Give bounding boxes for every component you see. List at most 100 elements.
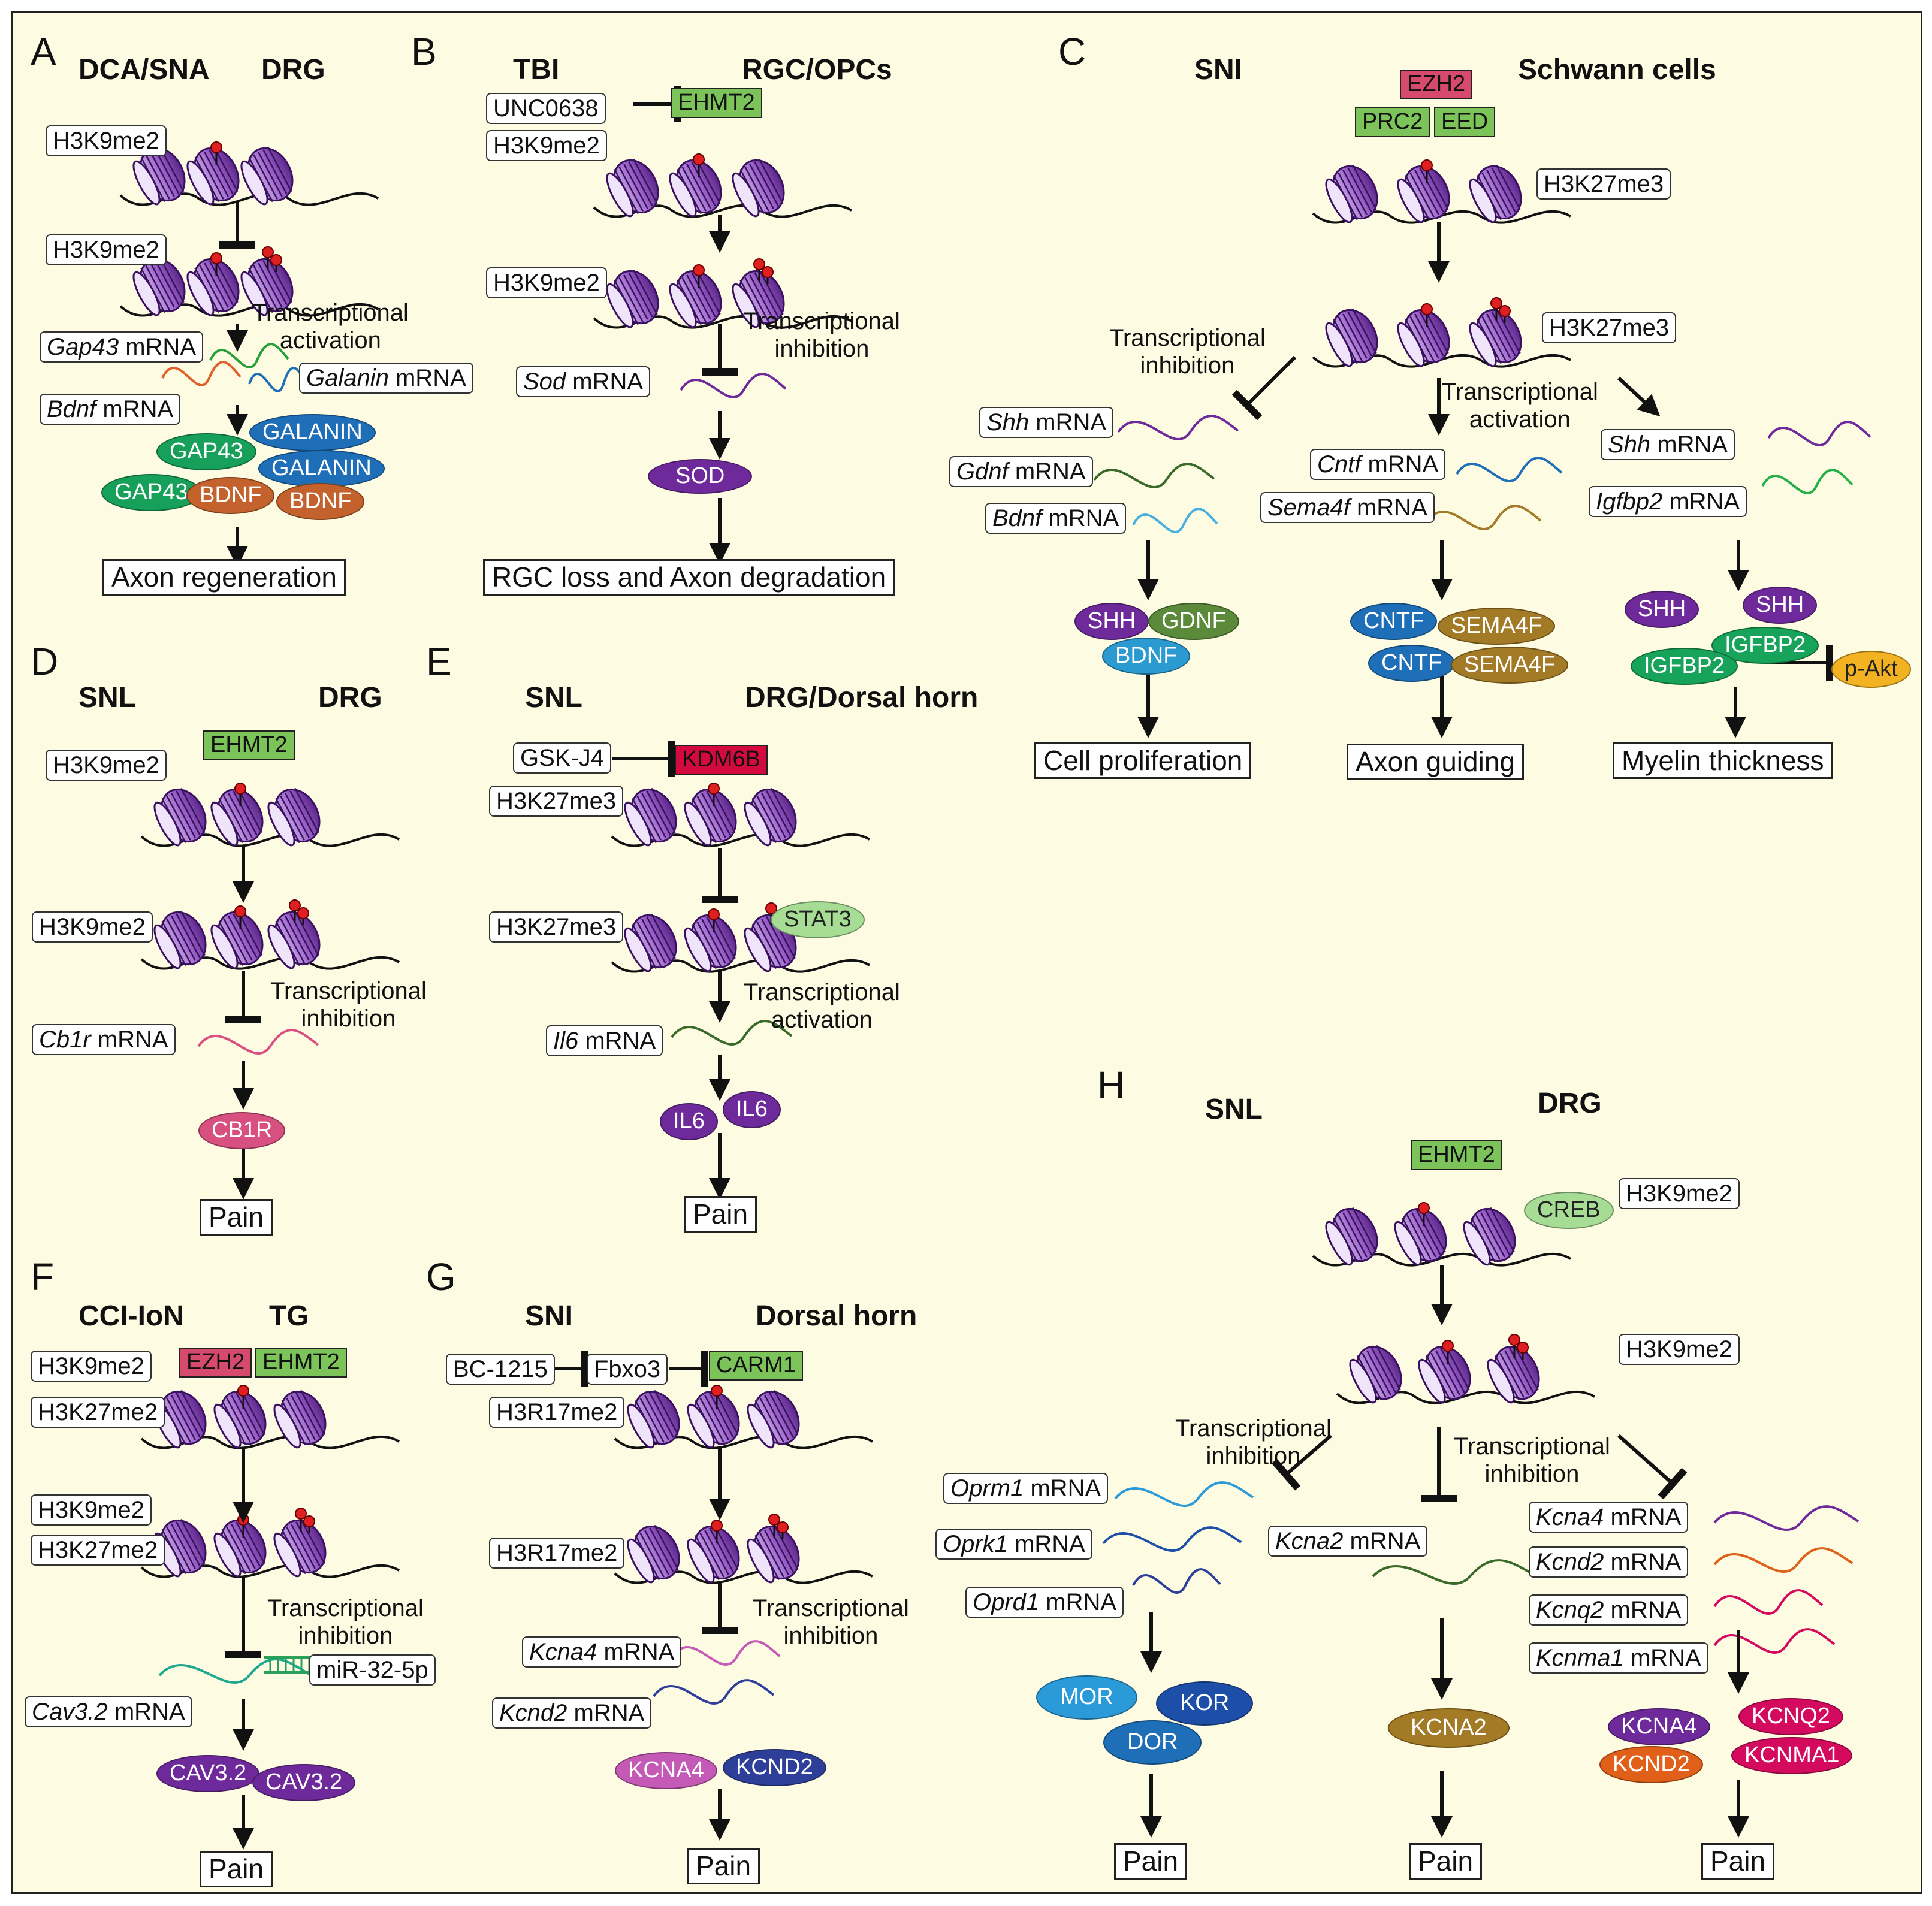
methyl-mark [234,905,246,917]
mrna-label: Kcnma1 mRNA [1529,1642,1708,1674]
nucleosome [213,1390,267,1449]
nucleosome [1325,308,1378,367]
mrna-wave [671,1020,793,1046]
methyl-mark [1418,1202,1430,1214]
methyl-mark [210,141,222,153]
panel-c-tissue: Schwann cells [1518,54,1716,86]
nucleosome [606,158,659,218]
panel-letter-f: F [31,1255,55,1298]
methyl-mark [1499,305,1511,317]
methyl-mark [1421,303,1433,315]
methyl-mark [768,1514,780,1526]
protein-gap43: GAP43 [101,474,201,511]
complex-eed: EED [1434,107,1496,137]
mrna-label: Shh mRNA [1601,429,1735,460]
histone-mark-label: H3K9me2 [46,125,167,156]
nucleosome [1469,164,1522,223]
outcome-box: Axon guiding [1347,744,1524,780]
panel-c-model: SNI [1194,54,1243,86]
histone-mark-label: H3K9me2 [46,750,167,781]
nucleosome [732,158,785,218]
mirna-duplex [264,1656,315,1674]
protein-kcna2: KCNA2 [1388,1708,1510,1748]
methyl-mark [708,783,720,795]
nucleosome [267,910,321,969]
enzyme-carm1: CARM1 [709,1351,804,1381]
mrna-wave [1132,508,1218,533]
nucleosome [744,787,797,847]
nucleosome [687,1390,740,1449]
methyl-mark [1421,159,1433,171]
nucleosome [213,1518,267,1578]
protein-igfbp2: IGFBP2 [1631,648,1738,685]
panel-g-model: SNI [525,1300,573,1332]
inhibition-bar [1231,355,1297,421]
protein-cav32: CAV3.2 [252,1764,356,1801]
protein-dor: DOR [1103,1720,1202,1765]
histone-mark-label: H3K9me2 [1619,1178,1740,1209]
enzyme-ehmt2: EHMT2 [255,1348,347,1378]
protein-cb1r: CB1R [198,1112,286,1149]
methyl-mark [262,246,274,258]
nucleosome [132,257,186,316]
methyl-mark [289,899,301,911]
panel-f-tissue: TG [269,1300,309,1332]
nucleosome [624,913,677,972]
nucleosome [240,257,294,316]
mrna-label: Oprd1 mRNA [965,1587,1124,1618]
inhibitor-label: UNC0638 [486,93,606,124]
outcome-box: RGC loss and Axon degradation [483,559,895,596]
methyl-mark [1442,1340,1454,1352]
nucleosome [1325,164,1378,223]
histone-mark-label: H3K27me2 [31,1397,165,1428]
protein-sod: SOD [648,459,753,494]
methyl-mark [1517,1342,1529,1354]
nucleosome [684,787,737,847]
histone-mark-label: H3K9me2 [486,130,607,161]
histone-mark-label: H3K27me3 [1536,168,1671,200]
nucleosome [1463,1207,1516,1266]
histone-mark-label: H3K27me3 [489,786,624,817]
panel-a-model: DCA/SNA [79,54,210,86]
histone-mark-label: H3K9me2 [486,267,607,298]
mrna-wave [1713,1505,1859,1531]
mrna-label: Igfbp2 mRNA [1589,486,1747,517]
mrna-label: Kcna4 mRNA [1529,1502,1689,1533]
protein-p-akt: p-Akt [1831,651,1911,688]
inhibition-bar [1271,1434,1332,1491]
mrna-label: Gap43 mRNA [40,331,203,363]
protein-shh: SHH [1625,591,1699,628]
methyl-mark [1490,297,1502,309]
panel-h-model: SNL [1205,1094,1263,1125]
protein-galanin: GALANIN [258,450,385,487]
mrna-wave [1426,505,1542,530]
mrna-wave [209,343,289,368]
nucleosome [1394,1207,1447,1266]
methyl-mark [753,258,765,270]
nucleosome [606,269,659,328]
protein-bdnf: BDNF [1102,638,1191,675]
panel-e-tissue: DRG/Dorsal horn [745,682,979,714]
outcome-box: Pain [1114,1843,1188,1880]
nucleosome [687,1524,740,1584]
mrna-wave [1713,1547,1853,1573]
histone-mark-label: H3R17me2 [489,1538,625,1569]
panel-d-model: SNL [79,682,136,714]
mrna-wave [653,1679,775,1705]
mrna-label: Sod mRNA [516,366,651,397]
outcome-box: Pain [684,1196,757,1233]
panel-d-tissue: DRG [318,682,382,714]
protein-bdnf: BDNF [186,477,275,514]
panel-a-tissue: DRG [261,54,325,86]
protein-cntf: CNTF [1368,645,1456,682]
methyl-mark [708,908,720,920]
mrna-label: Kcna2 mRNA [1268,1526,1428,1557]
inhibition-bar [1617,1434,1688,1500]
methyl-mark [297,907,309,919]
nucleosome [153,1518,207,1578]
